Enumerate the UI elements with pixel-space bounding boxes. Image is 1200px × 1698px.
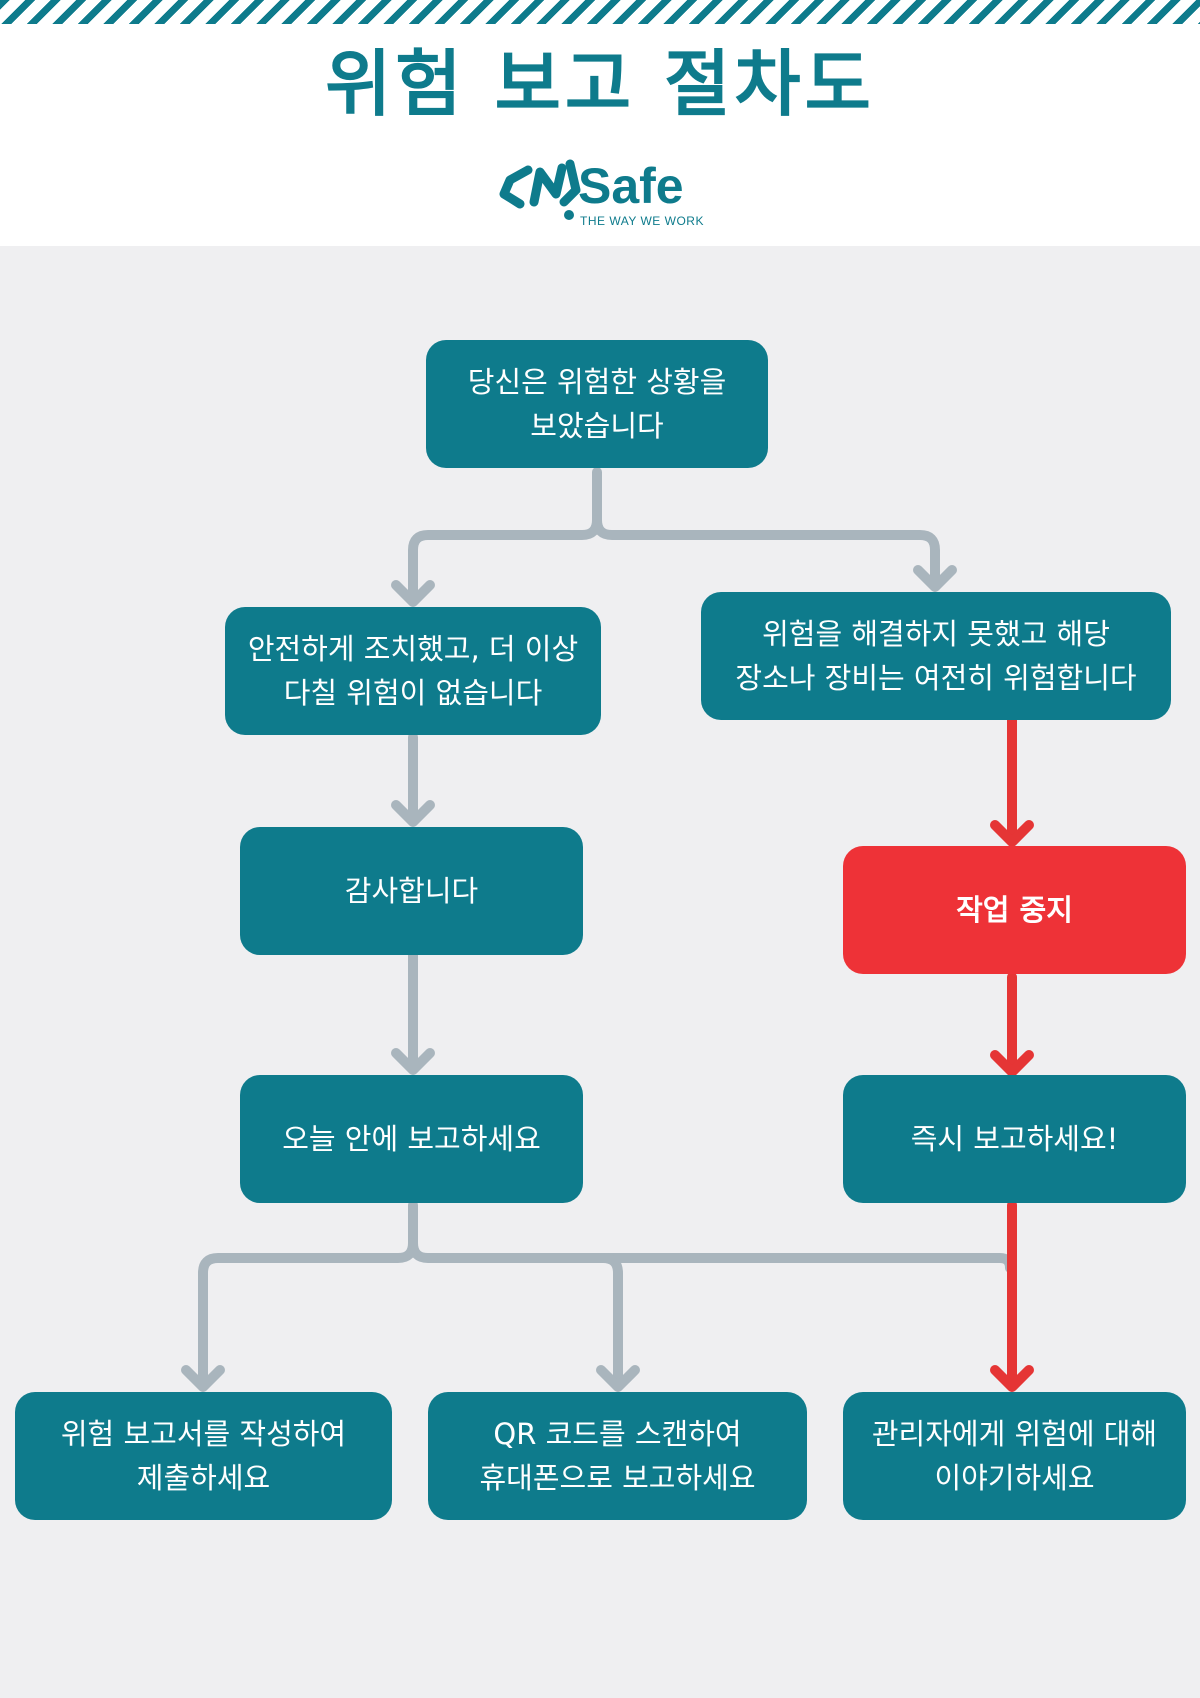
connector-today-right <box>408 1238 1015 1273</box>
arrowhead-unsafe <box>913 565 957 592</box>
logo-wordmark: Safe <box>578 158 684 214</box>
connector-today-split <box>198 1200 418 1390</box>
node-stop-work: 작업 중지 <box>843 846 1186 974</box>
arrowhead-safe <box>391 580 435 607</box>
connector-start-right <box>592 515 940 590</box>
striped-top-border <box>0 0 1200 24</box>
arrowhead-manager <box>990 1365 1034 1392</box>
arrowhead-today <box>391 1048 435 1075</box>
connector-today-qr <box>598 1253 623 1390</box>
node-report-now: 즉시 보고하세요! <box>843 1075 1186 1203</box>
node-report-today: 오늘 안에 보고하세요 <box>240 1075 583 1203</box>
node-thanks: 감사합니다 <box>240 827 583 955</box>
node-unsafe-branch: 위험을 해결하지 못했고 해당 장소나 장비는 여전히 위험합니다 <box>701 592 1171 720</box>
node-option-manager: 관리자에게 위험에 대해 이야기하세요 <box>843 1392 1186 1520</box>
node-safe-branch: 안전하게 조치했고, 더 이상 다칠 위험이 없습니다 <box>225 607 601 735</box>
arrowhead-form <box>181 1365 225 1392</box>
connector-start-split <box>408 467 602 605</box>
arrowhead-now <box>990 1050 1034 1077</box>
logo-tagline: THE WAY WE WORK <box>580 214 704 228</box>
node-option-form: 위험 보고서를 작성하여 제출하세요 <box>15 1392 392 1520</box>
header <box>0 24 1190 246</box>
page-title: 위험 보고 절차도 <box>325 42 875 126</box>
arrowhead-stop <box>990 820 1034 847</box>
node-option-qr: QR 코드를 스캔하여 휴대폰으로 보고하세요 <box>428 1392 807 1520</box>
arrowhead-qr <box>596 1365 640 1392</box>
cnsafe-logo-icon <box>499 159 581 220</box>
arrowhead-thanks <box>391 800 435 827</box>
node-start: 당신은 위험한 상황을 보았습니다 <box>426 340 768 468</box>
